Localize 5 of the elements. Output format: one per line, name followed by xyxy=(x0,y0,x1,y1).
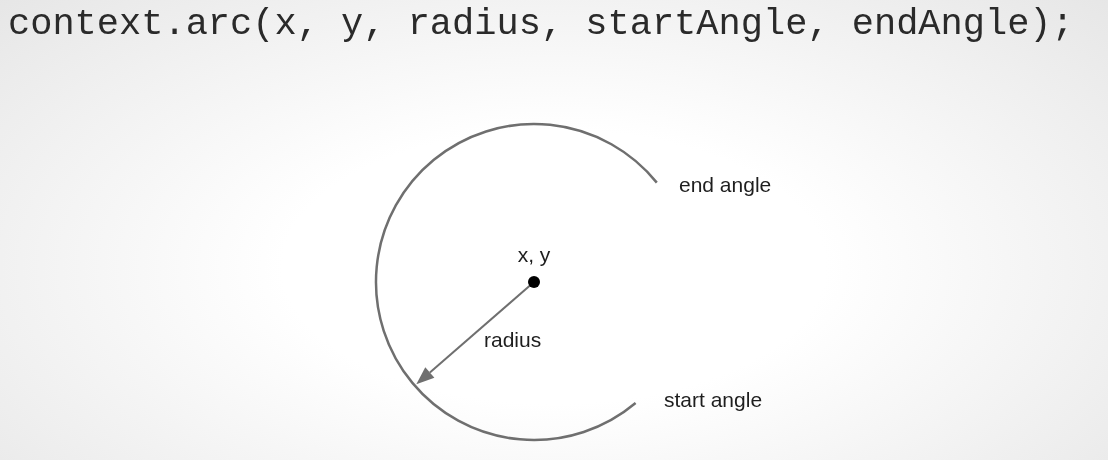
radius-label: radius xyxy=(484,328,542,352)
angle-label: end angle xyxy=(679,173,772,197)
angle-label: start angle xyxy=(664,388,763,412)
point-label: x, y xyxy=(517,243,551,267)
code-title: context.arc(x, y, radius, startAngle, endAngle); xyxy=(8,2,1074,46)
